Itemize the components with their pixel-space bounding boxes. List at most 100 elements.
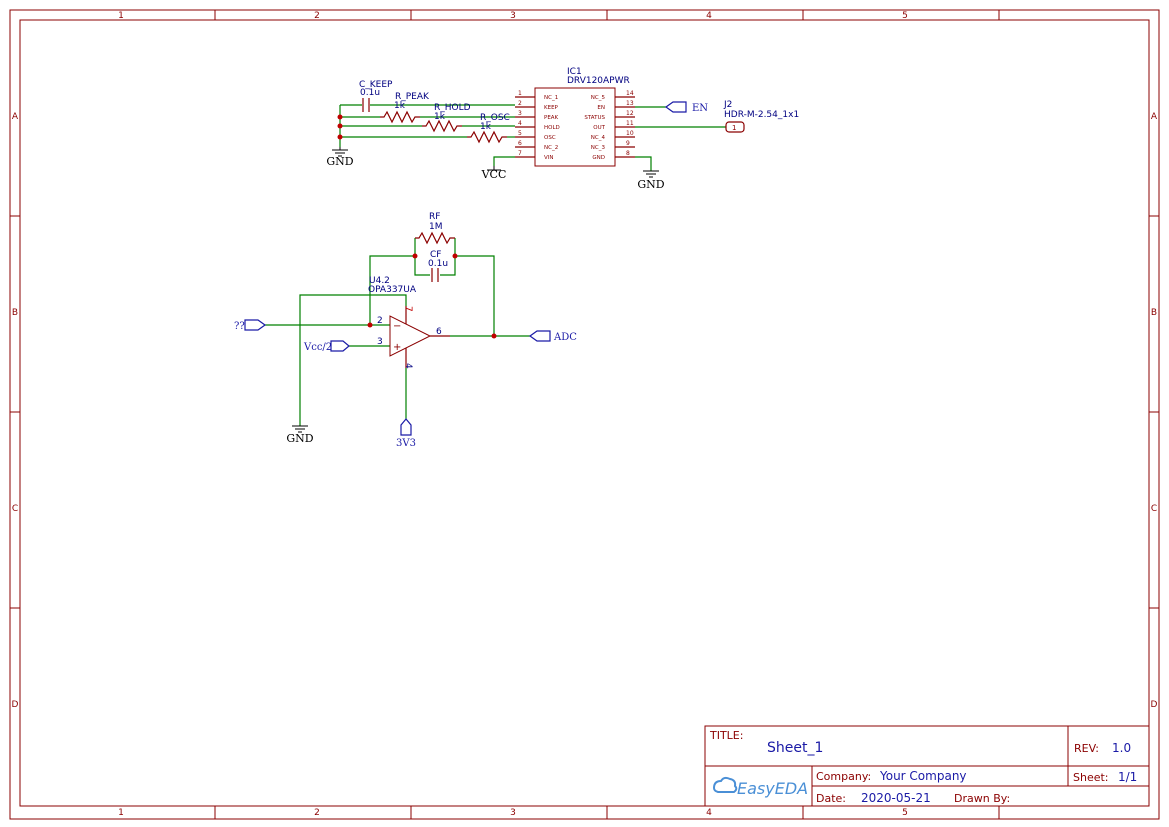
ic1-pin-name: HOLD bbox=[544, 125, 560, 131]
vcc-half-net-label: Vcc/2 bbox=[303, 342, 332, 353]
date-value: 2020-05-21 bbox=[861, 791, 931, 805]
row-label-right-b: B bbox=[1151, 308, 1157, 318]
r-hold-value: 1k bbox=[434, 112, 446, 122]
col-label-top-3: 3 bbox=[510, 11, 516, 21]
company-label: Company: bbox=[816, 770, 871, 783]
ic1-pin-name: NC_5 bbox=[591, 95, 606, 101]
vcc-label: VCC bbox=[481, 168, 507, 181]
vcc-symbol: VCC bbox=[481, 166, 507, 181]
ic1-pin-no: 8 bbox=[626, 150, 630, 157]
ic1-pin-no: 1 bbox=[518, 90, 522, 97]
u4-pin-noninv: 3 bbox=[377, 337, 383, 347]
r-hold-designator: R_HOLD bbox=[434, 103, 471, 113]
ic1-pin-no: 4 bbox=[518, 120, 522, 127]
row-label-right-d: D bbox=[1151, 700, 1158, 710]
ic1-pin-no: 2 bbox=[518, 100, 522, 107]
gnd-symbol-opamp: GND bbox=[286, 425, 314, 445]
col-label-bottom-5: 5 bbox=[902, 808, 908, 818]
opamp-u4[interactable]: U4.2 OPA337UA − + 2 3 6 7 4 bbox=[368, 276, 450, 369]
r-osc-resistor[interactable]: R_OSC 1k bbox=[467, 113, 510, 144]
u4-pin-out: 6 bbox=[436, 327, 442, 337]
ic1-pin-name: STATUS bbox=[584, 115, 605, 121]
c-keep-designator: C_KEEP bbox=[359, 80, 393, 90]
sheet-frame: 1 2 3 4 5 1 2 3 4 5 A B C D A B C D bbox=[9, 9, 1160, 820]
row-label-left-a: A bbox=[12, 112, 19, 122]
adc-net-flag[interactable]: ADC bbox=[528, 330, 577, 343]
r-osc-value: 1k bbox=[480, 122, 492, 132]
en-net-label: EN bbox=[692, 103, 708, 114]
date-label: Date: bbox=[816, 792, 846, 805]
col-label-top-2: 2 bbox=[314, 11, 320, 21]
r-peak-resistor[interactable]: R_PEAK 1k bbox=[380, 92, 430, 124]
j2-header[interactable]: 1 J2 HDR-M-2.54_1x1 bbox=[723, 100, 799, 133]
u4-pin-inv: 2 bbox=[377, 316, 383, 326]
row-label-left-d: D bbox=[12, 700, 19, 710]
cf-capacitor[interactable]: CF 0.1u bbox=[428, 250, 448, 282]
ic1-pin-name: EN bbox=[597, 105, 605, 111]
ic1-pin-no: 14 bbox=[626, 90, 634, 97]
col-label-top-4: 4 bbox=[706, 11, 712, 21]
row-label-left-b: B bbox=[12, 308, 18, 318]
unknown-net-label: ?? bbox=[234, 321, 245, 332]
ic1-pin-name: OUT bbox=[593, 125, 605, 131]
ic1-pin-no: 9 bbox=[626, 140, 630, 147]
col-label-bottom-3: 3 bbox=[510, 808, 516, 818]
u4-pin-vplus: 7 bbox=[403, 306, 413, 312]
j2-pin-number: 1 bbox=[732, 124, 736, 132]
ic1-pin-name: NC_2 bbox=[544, 145, 558, 151]
rev-value: 1.0 bbox=[1112, 741, 1131, 755]
r-peak-designator: R_PEAK bbox=[395, 92, 430, 102]
j2-part: HDR-M-2.54_1x1 bbox=[724, 110, 799, 120]
unknown-net-flag[interactable]: ?? bbox=[234, 319, 267, 332]
company-value: Your Company bbox=[879, 769, 967, 783]
r-peak-value: 1k bbox=[394, 101, 406, 111]
ic1-pin-name: NC_3 bbox=[591, 145, 606, 151]
ic1-pin-no: 5 bbox=[518, 130, 522, 137]
r-osc-designator: R_OSC bbox=[480, 113, 510, 123]
ic1-pin-name: VIN bbox=[544, 155, 554, 161]
col-label-top-5: 5 bbox=[902, 11, 908, 21]
junctions-opamp bbox=[367, 253, 497, 339]
gnd-symbol-ic1-right: GND bbox=[637, 170, 665, 191]
col-label-bottom-1: 1 bbox=[118, 808, 124, 818]
col-label-bottom-2: 2 bbox=[314, 808, 320, 818]
cf-designator: CF bbox=[430, 250, 441, 260]
vcc-half-net-flag[interactable]: Vcc/2 bbox=[303, 340, 350, 353]
r-hold-resistor[interactable]: R_HOLD 1k bbox=[422, 103, 471, 133]
adc-net-label: ADC bbox=[553, 332, 577, 343]
u4-minus-sign: − bbox=[393, 321, 401, 332]
u4-part: OPA337UA bbox=[368, 285, 417, 295]
gnd-label: GND bbox=[637, 178, 664, 191]
sheet-label: Sheet: bbox=[1073, 771, 1109, 784]
ic1-pin-no: 6 bbox=[518, 140, 522, 147]
easyeda-logo-text: EasyEDA bbox=[737, 779, 808, 798]
u4-plus-sign: + bbox=[393, 342, 401, 353]
ic1-part: DRV120APWR bbox=[567, 76, 630, 86]
ic1-pin-name: GND bbox=[592, 155, 605, 161]
j2-designator: J2 bbox=[723, 100, 732, 110]
c-keep-value: 0.1u bbox=[360, 88, 380, 98]
ic1-pin-name: OSC bbox=[544, 135, 556, 141]
en-net-flag[interactable]: EN bbox=[664, 101, 708, 114]
title-block: TITLE: Sheet_1 REV: 1.0 Company: Your Co… bbox=[704, 725, 1150, 807]
gnd-symbol-ic1-left: GND bbox=[326, 147, 354, 168]
rf-resistor[interactable]: RF 1M bbox=[415, 212, 455, 245]
ic1-symbol[interactable]: IC1 DRV120APWR 1 2 3 4 5 6 7 NC_1 KEEP P… bbox=[515, 67, 635, 167]
rf-value: 1M bbox=[429, 222, 443, 232]
junctions-ic1 bbox=[337, 114, 343, 140]
gnd-label: GND bbox=[326, 155, 353, 168]
drawn-by-label: Drawn By: bbox=[954, 792, 1010, 805]
ic1-pin-no: 10 bbox=[626, 130, 634, 137]
ic1-pin-no: 11 bbox=[626, 120, 634, 127]
v3v3-net-flag[interactable]: 3V3 bbox=[396, 418, 416, 449]
cf-value: 0.1u bbox=[428, 259, 448, 269]
c-keep-capacitor[interactable]: C_KEEP 0.1u bbox=[359, 80, 393, 112]
ic1-pin-no: 13 bbox=[626, 100, 634, 107]
row-label-right-a: A bbox=[1151, 112, 1158, 122]
rev-label: REV: bbox=[1074, 742, 1099, 755]
ic1-wires bbox=[339, 104, 726, 171]
ic1-designator: IC1 bbox=[567, 67, 582, 77]
ic1-pin-name: KEEP bbox=[544, 105, 559, 111]
col-label-bottom-4: 4 bbox=[706, 808, 712, 818]
title-value: Sheet_1 bbox=[767, 740, 823, 756]
